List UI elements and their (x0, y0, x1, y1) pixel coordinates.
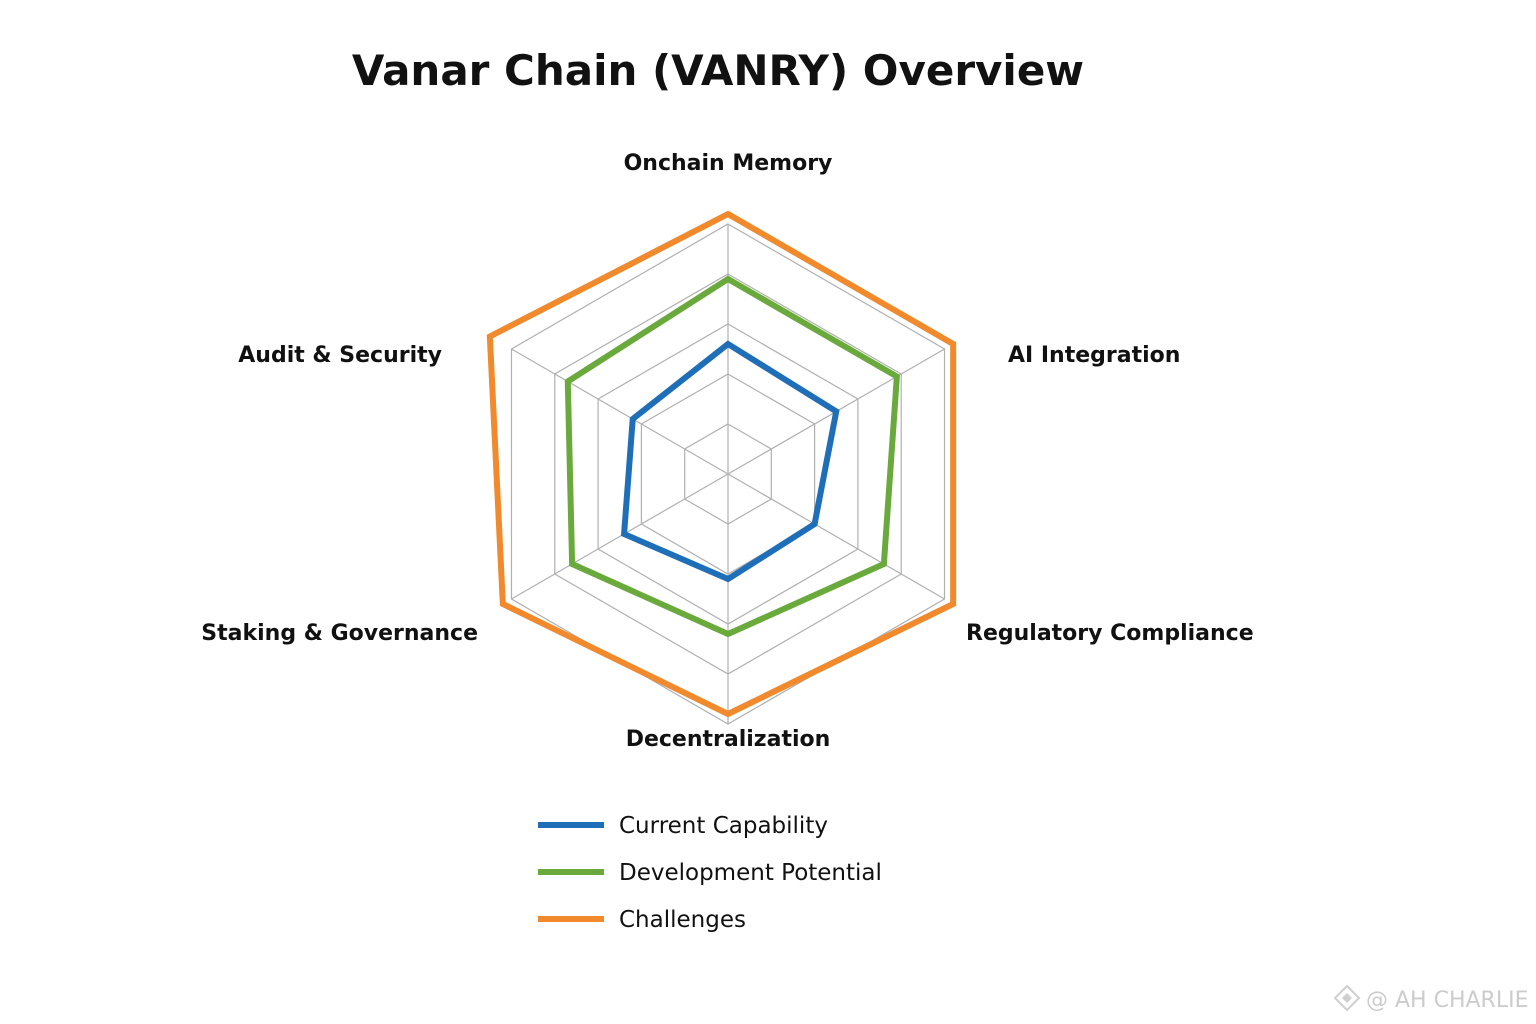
axis-label: Staking & Governance (201, 621, 478, 646)
watermark: @ AH CHARLIE (1333, 984, 1528, 1013)
axis-label: Audit & Security (238, 343, 442, 368)
watermark-text: @ AH CHARLIE (1366, 988, 1528, 1013)
axis-label: AI Integration (1008, 343, 1180, 368)
binance-logo-icon (1333, 984, 1361, 1012)
series-development-potential (564, 275, 900, 638)
axis-label: Onchain Memory (624, 151, 833, 176)
chart-title: Vanar Chain (VANRY) Overview (352, 46, 1084, 95)
axis-spoke (511, 473, 729, 600)
series-challenges (486, 210, 957, 718)
radar-grid (510, 223, 946, 725)
axis-label: Regulatory Compliance (966, 621, 1254, 646)
legend-label: Current Capability (619, 813, 828, 839)
legend-label: Challenges (619, 907, 746, 933)
axis-spoke (511, 348, 729, 475)
legend-label: Development Potential (619, 860, 882, 886)
series-current-capability (620, 340, 840, 583)
series-lines (486, 210, 957, 718)
axis-spoke (727, 473, 945, 600)
axis-label: Decentralization (626, 727, 831, 752)
